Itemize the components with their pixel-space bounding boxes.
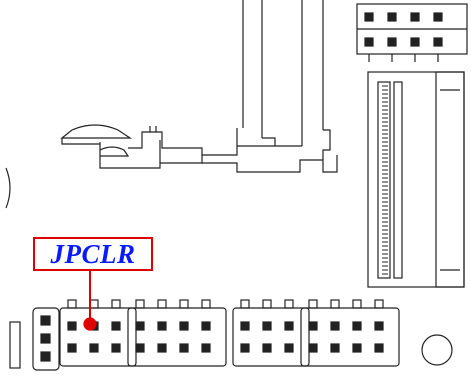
pin [179, 321, 189, 331]
pin-header-block [59, 307, 137, 367]
pin [89, 343, 99, 353]
pin [135, 343, 145, 353]
pin [201, 321, 211, 331]
pin-leg [135, 299, 145, 309]
pin [67, 321, 77, 331]
pin [352, 321, 362, 331]
vertical-slot-connector [367, 71, 465, 288]
pin [284, 343, 294, 353]
pin [352, 343, 362, 353]
pin-header-block [300, 307, 400, 367]
pin [157, 343, 167, 353]
pin [262, 343, 272, 353]
pin [374, 343, 384, 353]
jpclr-label: JPCLR [50, 238, 136, 269]
bottom-pin-headers [59, 299, 400, 367]
pin [262, 321, 272, 331]
pin [308, 343, 318, 353]
pin [111, 321, 121, 331]
pin [157, 321, 167, 331]
jpclr-pin-marker [83, 317, 97, 331]
mounting-hole [421, 334, 453, 366]
pin-leg [157, 299, 167, 309]
pin-leg [201, 299, 211, 309]
pin-leg [262, 299, 272, 309]
left-edge-arc [5, 167, 11, 209]
pin-leg [308, 299, 318, 309]
top-right-pin-header [356, 3, 468, 62]
pin [374, 321, 384, 331]
pin [240, 343, 250, 353]
pin-leg [352, 299, 362, 309]
pin-leg [374, 299, 384, 309]
pin [330, 321, 340, 331]
pin [330, 343, 340, 353]
pin [135, 321, 145, 331]
pin-leg [111, 299, 121, 309]
left-vertical-pin-header [9, 307, 60, 371]
pin [308, 321, 318, 331]
pin [179, 343, 189, 353]
pin-leg [284, 299, 294, 309]
callout-label-box: JPCLR [33, 237, 153, 271]
pin [240, 321, 250, 331]
pin-leg [179, 299, 189, 309]
pin [67, 343, 77, 353]
pin-leg [89, 299, 99, 309]
pin-header-block [127, 307, 227, 367]
pin-leg [240, 299, 250, 309]
pin-leg [330, 299, 340, 309]
pin [284, 321, 294, 331]
pin [201, 343, 211, 353]
pin-leg [67, 299, 77, 309]
pin [111, 343, 121, 353]
battery-holder-outline [60, 0, 338, 173]
pin-header-block [232, 307, 310, 367]
